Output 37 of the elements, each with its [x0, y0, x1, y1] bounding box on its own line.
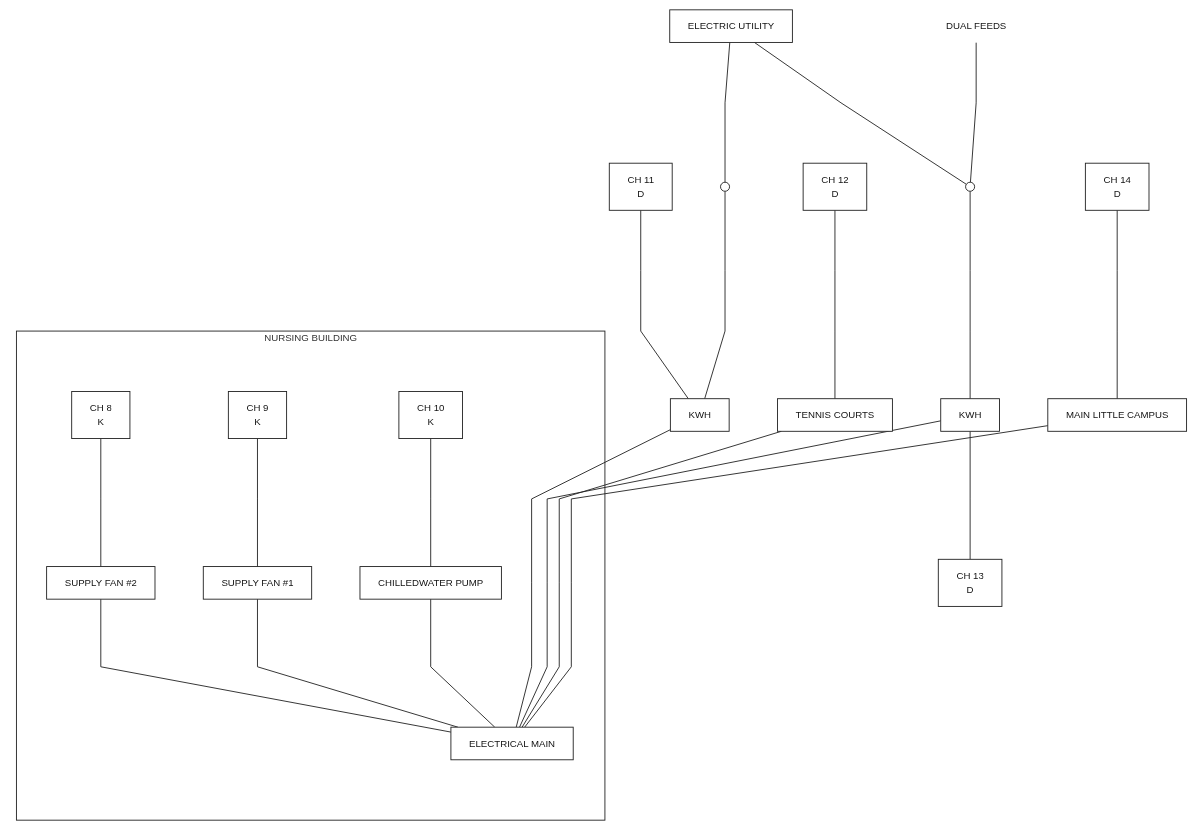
connector [834, 209, 836, 399]
connector [724, 41, 731, 183]
connector [1116, 209, 1118, 399]
connector [100, 437, 102, 567]
connector [519, 419, 942, 728]
node-box: CH 8 K [71, 390, 131, 439]
node-box: CH 10 K [398, 390, 463, 439]
connector [100, 598, 452, 733]
connector [521, 430, 782, 728]
connector [640, 209, 689, 399]
connector [704, 190, 726, 399]
node-box: CH 12 D [802, 162, 868, 211]
node-box: SUPPLY FAN #2 [46, 565, 156, 600]
node-box: CH 9 K [227, 390, 288, 439]
connector [969, 430, 971, 560]
node-box: KWH [669, 397, 730, 432]
connector [969, 190, 971, 399]
node-box: ELECTRICAL MAIN [450, 726, 574, 760]
connector [970, 41, 977, 183]
node-circle [965, 181, 976, 192]
connector [430, 598, 496, 728]
node-box: TENNIS COURTS [777, 397, 893, 432]
node-box: KWH [940, 397, 1000, 432]
connector [430, 437, 432, 567]
node-box: SUPPLY FAN #1 [202, 565, 313, 600]
connector [754, 41, 967, 185]
connector [257, 437, 258, 567]
node-box: CH 11 D [608, 162, 673, 211]
node-box: CHILLEDWATER PUMP [359, 565, 502, 600]
node-box: ELECTRIC UTILITY [669, 8, 793, 43]
node-box: MAIN LITTLE CAMPUS [1047, 397, 1188, 432]
node-box: CH 13 D [937, 558, 1003, 607]
connector [515, 428, 671, 728]
node-box: CH 14 D [1084, 162, 1150, 211]
connector [524, 424, 1049, 728]
node-text: DUAL FEEDS [946, 20, 1007, 31]
node-circle [720, 181, 730, 192]
